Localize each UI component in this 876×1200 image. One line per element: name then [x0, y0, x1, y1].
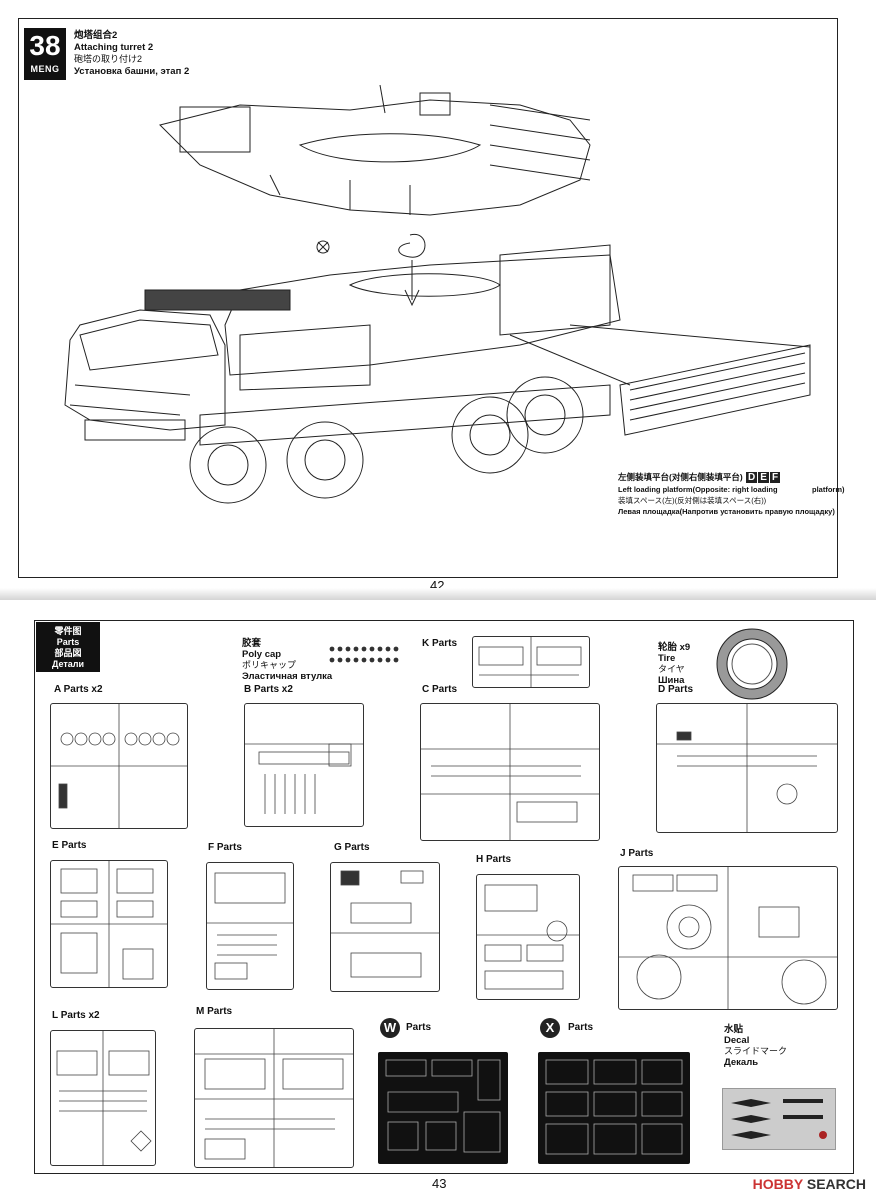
polycap-jp: ポリキャップ [242, 660, 297, 670]
parts-header-jp: 部品図 [54, 648, 82, 658]
page-number: 43 [432, 1176, 447, 1191]
truck-drawing [64, 244, 811, 504]
step-number: 38 [29, 30, 61, 61]
callout-en-2: platform) [812, 485, 845, 494]
sprue-letter-w: W [380, 1018, 400, 1038]
step-title-jp: 砲塔の取り付け2 [74, 54, 143, 64]
callout-part-f: F [769, 472, 781, 483]
sprue-b [244, 703, 364, 827]
sprue-letter-x: X [540, 1018, 560, 1038]
callout-ru: Левая площадка(Напротив установить праву… [618, 507, 835, 516]
parts-header-cn: 零件图 [54, 626, 82, 636]
sprue-k [472, 636, 590, 688]
callout-cn-text: 左侧装填平台(对侧右侧装填平台) [618, 472, 743, 482]
sprue-g [330, 862, 440, 992]
polycap-cn: 胶套 [242, 638, 262, 649]
step-title-ru: Установка башни, этап 2 [74, 66, 190, 77]
brand-logo: MENG [30, 64, 60, 74]
sprue-l [50, 1030, 156, 1166]
sprue-e [50, 860, 168, 988]
step-badge: 38 MENG [24, 28, 66, 80]
callout-en-1: Left loading platform(Opposite: right lo… [618, 485, 778, 494]
sprue-label-m: M Parts [196, 1006, 233, 1017]
decal-jp: スライドマーク [724, 1046, 788, 1056]
tire-en: Tire [658, 653, 676, 664]
sprue-label-x: Parts [568, 1022, 594, 1033]
page-frame [34, 620, 854, 1174]
tire-drawing [716, 628, 788, 700]
page-43: 零件图 Parts 部品図 Детали 胶套 Poly cap ポリキャップ … [0, 600, 876, 1200]
parts-header-en: Parts [56, 637, 80, 647]
turret-drawing [159, 85, 591, 216]
watermark-b: SEARCH [806, 1176, 866, 1192]
sprue-label-e: E Parts [52, 840, 87, 851]
sprue-label-a: A Parts x2 [54, 684, 103, 695]
decal-sheet [722, 1088, 836, 1150]
watermark: HOBBY SEARCH [753, 1176, 866, 1192]
step-title-en: Attaching turret 2 [74, 42, 154, 53]
callout-jp: 装填スペース(左)(反対側は装填スペース(右)) [618, 496, 767, 505]
sprue-label-g: G Parts [334, 842, 370, 853]
sprue-label-h: H Parts [476, 854, 512, 865]
polycap-drawing [329, 646, 399, 663]
decal-en: Decal [724, 1035, 750, 1046]
sprue-label-l: L Parts x2 [52, 1010, 100, 1021]
screw-arrow-drawing [316, 234, 426, 307]
watermark-a: HOBBY [752, 1176, 803, 1192]
sprue-label-k: K Parts [422, 638, 458, 649]
sprue-f [206, 862, 294, 990]
step-title-cn: 炮塔组合2 [74, 30, 118, 41]
sprue-label-c: C Parts [422, 684, 458, 695]
decal-cn: 水贴 [724, 1024, 744, 1035]
photo-etch-w [378, 1052, 508, 1164]
sprue-a [50, 703, 188, 829]
sprue-c [420, 703, 600, 841]
sprue-label-j: J Parts [620, 848, 654, 859]
sprue-j [618, 866, 838, 1010]
photo-etch-x [538, 1052, 690, 1164]
callout-part-e: E [758, 472, 769, 483]
sprue-h [476, 874, 580, 1000]
tire-jp: タイヤ [658, 664, 685, 674]
polycap-ru: Эластичная втулка [242, 671, 333, 682]
parts-header-ru: Детали [51, 659, 85, 669]
polycap-en: Poly cap [242, 649, 282, 660]
sprue-label-f: F Parts [208, 842, 242, 853]
sprue-d [656, 703, 838, 833]
parts-header: 零件图 Parts 部品図 Детали [36, 622, 100, 672]
assembly-illustration [64, 85, 811, 504]
tire-cn: 轮胎 x9 [658, 642, 691, 653]
page-42: 38 MENG 炮塔组合2 Attaching turret 2 砲塔の取り付け… [18, 18, 845, 593]
decal-ru: Декаль [724, 1057, 759, 1068]
sprue-label-d: D Parts [658, 684, 694, 695]
sprue-label-b: B Parts x2 [244, 684, 293, 695]
sprue-m [194, 1028, 354, 1168]
callout-part-d: D [746, 472, 758, 483]
tire-ru: Шина [658, 675, 685, 686]
sprue-label-w: Parts [406, 1022, 432, 1033]
page-frame [18, 18, 838, 578]
